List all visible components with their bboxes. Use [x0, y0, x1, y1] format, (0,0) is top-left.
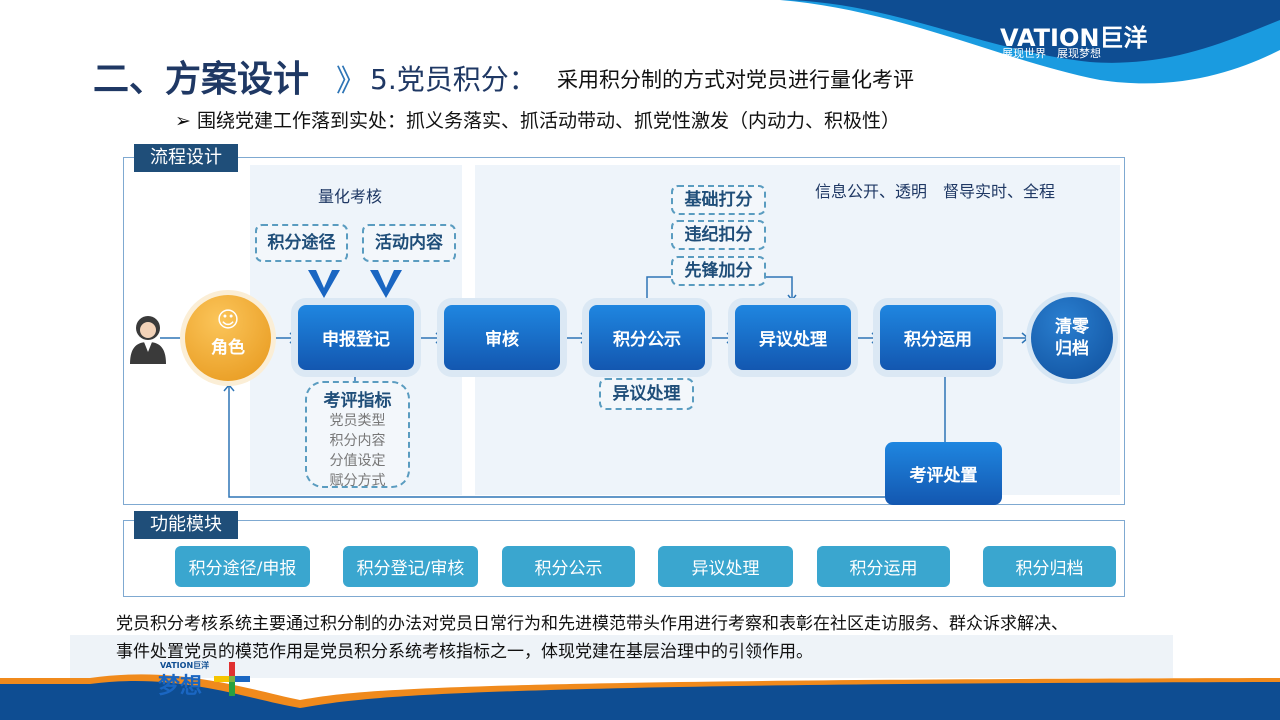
- section-subtitle: 采用积分制的方式对党员进行量化考评: [557, 68, 914, 92]
- footer-logo-brand: VATION巨洋: [160, 661, 210, 670]
- section-title: 5.党员积分：: [370, 63, 537, 96]
- brand-slogan: 展现世界 展现梦想: [1002, 47, 1101, 60]
- description-line-1: 党员积分考核系统主要通过积分制的办法对党员日常行为和先进模范带头作用进行考察和表…: [116, 614, 1068, 634]
- input-activity-content: 活动内容: [362, 224, 456, 262]
- modules-label: 功能模块: [134, 511, 238, 539]
- quant-title: 量化考核: [318, 187, 383, 206]
- step-apply: 积分运用: [880, 305, 996, 370]
- step-report-register: 申报登记: [298, 305, 414, 370]
- step-evaluation: 考评处置: [885, 442, 1002, 505]
- flow-label: 流程设计: [134, 144, 238, 172]
- module-archive[interactable]: 积分归档: [983, 546, 1116, 587]
- flow-frame: [123, 157, 1125, 505]
- page-title: 二、方案设计: [93, 59, 310, 100]
- indicator-item: 分值设定: [329, 453, 386, 469]
- module-apply[interactable]: 积分运用: [817, 546, 950, 587]
- publish-objection-note: 异议处理: [599, 378, 694, 410]
- module-publish[interactable]: 积分公示: [502, 546, 635, 587]
- score-basic: 基础打分: [671, 185, 766, 215]
- footer-logo-text: 梦想: [158, 674, 203, 699]
- module-objection[interactable]: 异议处理: [658, 546, 793, 587]
- end-label-1: 清零: [1055, 317, 1089, 337]
- end-circle: 清零 归档: [1026, 292, 1118, 384]
- end-label-2: 归档: [1055, 339, 1089, 359]
- step-objection: 异议处理: [735, 305, 851, 370]
- indicator-box: 考评指标 党员类型 积分内容 分值设定 赋分方式: [305, 381, 410, 489]
- indicator-item: 赋分方式: [329, 473, 386, 489]
- input-score-path: 积分途径: [255, 224, 348, 262]
- score-bonus: 先锋加分: [671, 256, 766, 286]
- bullet-point: ➢ 围绕党建工作落到实处：抓义务落实、抓活动带动、抓党性激发（内动力、积极性）: [175, 110, 900, 132]
- modules-frame: [123, 520, 1125, 597]
- down-chevrons: [308, 270, 402, 298]
- step-review: 审核: [444, 305, 560, 370]
- module-register-review[interactable]: 积分登记/审核: [343, 546, 478, 587]
- role-icon: ☺: [216, 308, 240, 333]
- plus-logo-icon: [214, 662, 250, 696]
- indicator-item: 党员类型: [329, 413, 386, 429]
- score-deduct: 违纪扣分: [671, 220, 766, 250]
- role-circle: ☺ 角色: [180, 290, 276, 386]
- step-publish: 积分公示: [589, 305, 705, 370]
- description-line-2: 事件处置党员的模范作用是党员积分系统考核指标之一，体现党建在基层治理中的引领作用…: [116, 642, 813, 662]
- brand-logo: VATION巨洋: [1000, 24, 1148, 52]
- indicator-item: 积分内容: [329, 433, 386, 449]
- info-note: 信息公开、透明 督导实时、全程: [815, 182, 1056, 201]
- role-label: 角色: [211, 338, 245, 358]
- module-score-path[interactable]: 积分途径/申报: [175, 546, 310, 587]
- person-icon: [130, 316, 166, 364]
- indicator-title: 考评指标: [323, 391, 392, 411]
